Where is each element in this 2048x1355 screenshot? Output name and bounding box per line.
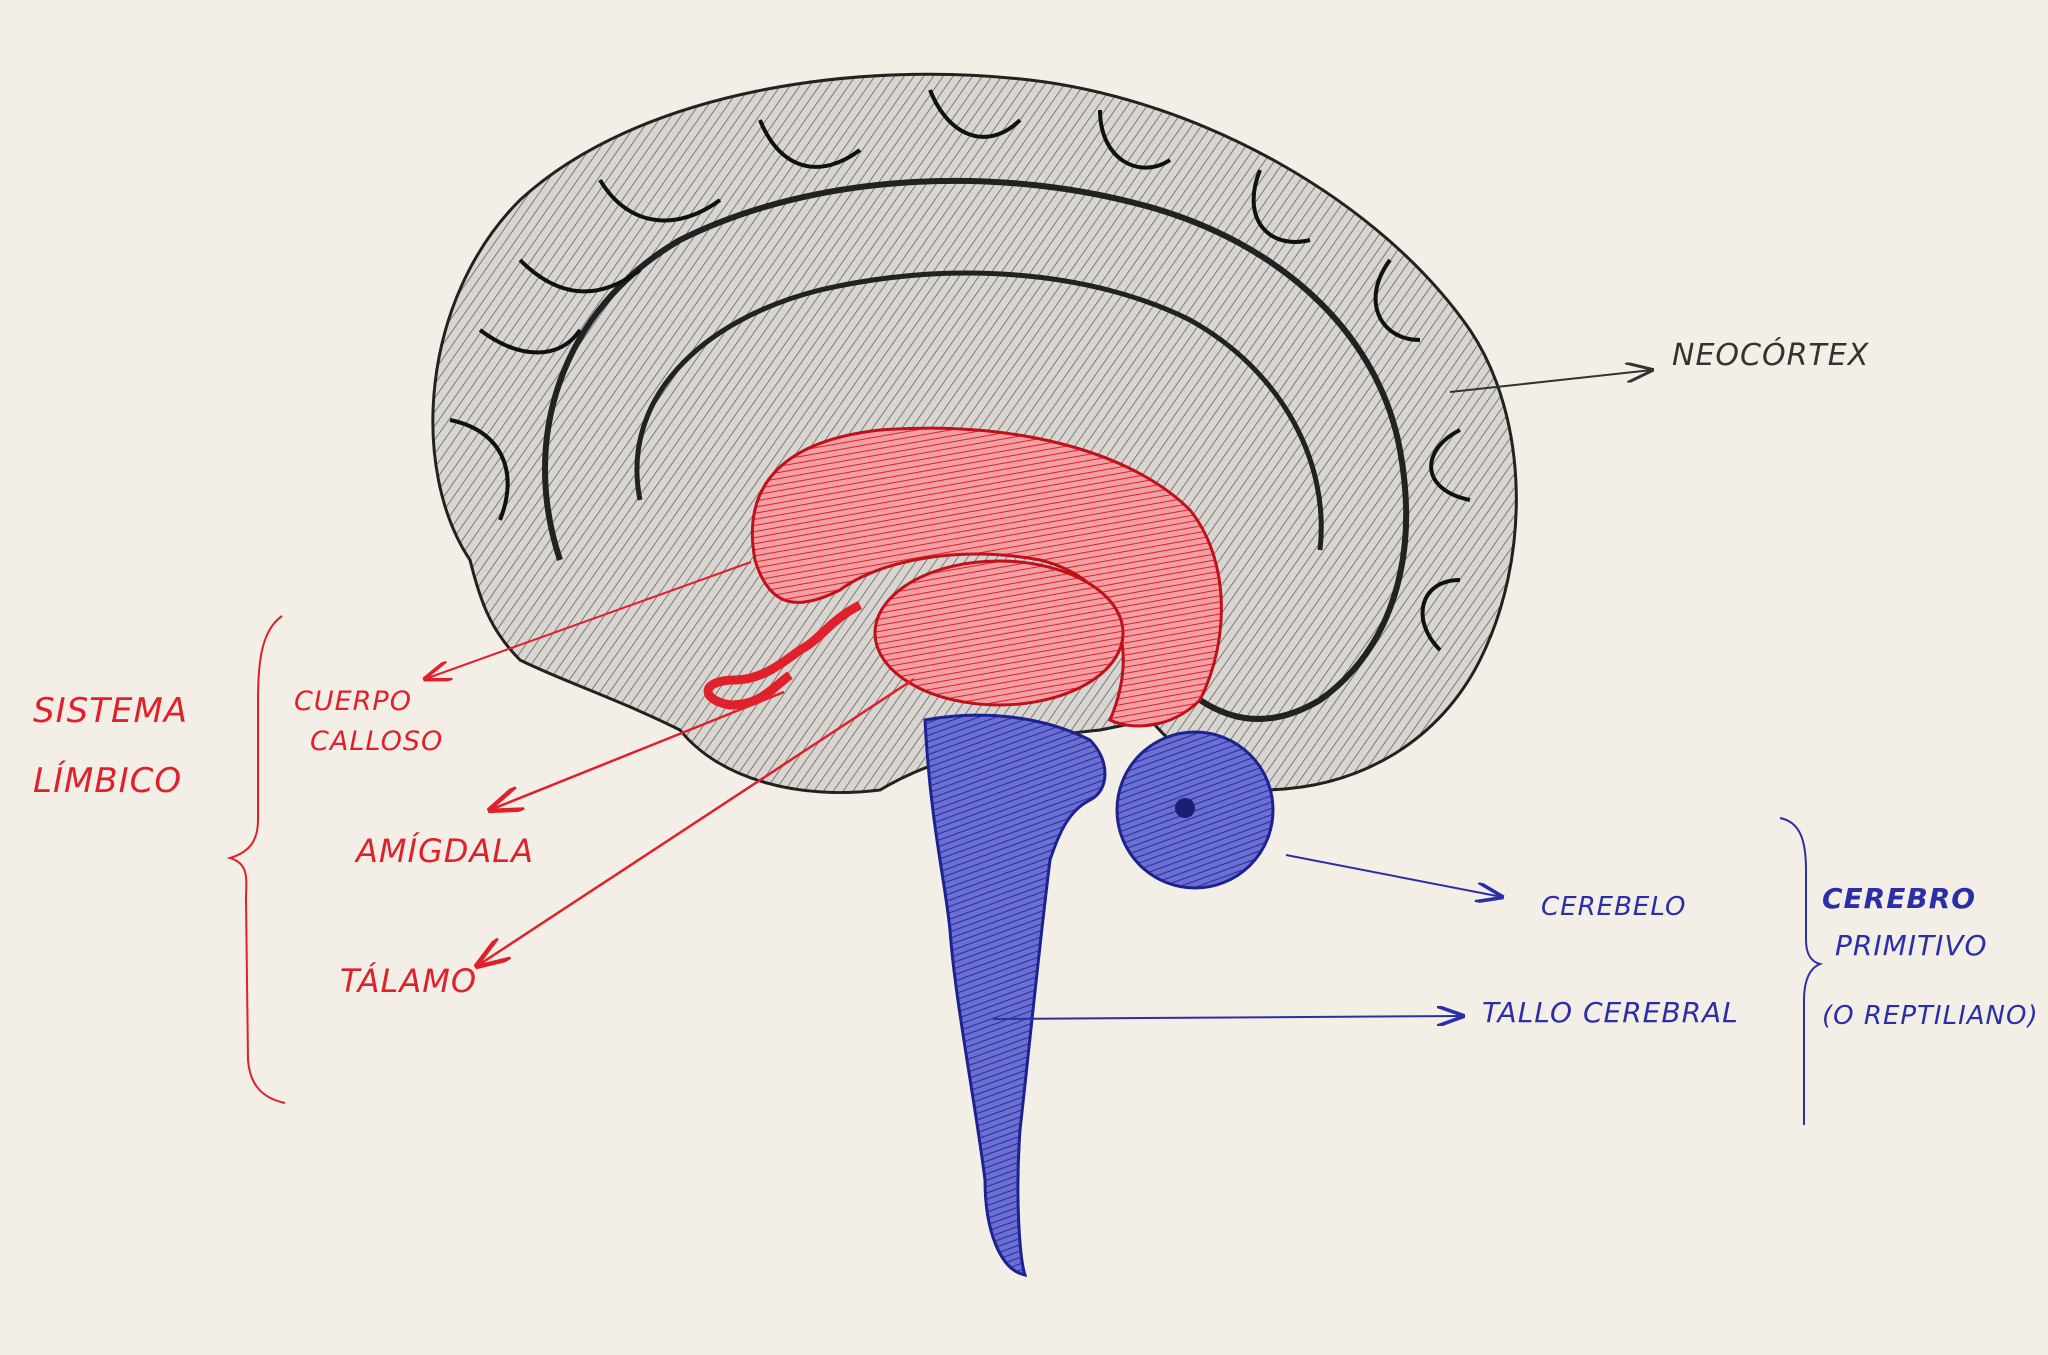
limbic-bracket	[226, 615, 286, 1104]
amygdala-label: AMÍGDALA	[354, 832, 534, 870]
brainstem-shape	[923, 713, 1107, 1277]
neocortex-label: NEOCÓRTEX	[1672, 336, 1870, 373]
limbic-system-shape	[703, 426, 1223, 728]
amygdala-shape	[703, 600, 863, 710]
primitive-brain-bracket	[1779, 817, 1824, 1125]
primitive-brain-label-line1: CEREBRO	[1822, 882, 1976, 915]
primitive-brain-label-line2: PRIMITIVO	[1835, 929, 1988, 962]
cerebellum-label: CEREBELO	[1541, 892, 1687, 922]
amygdala-arrow	[490, 690, 785, 810]
primitive-brain-label-line3: (O REPTILIANO)	[1822, 1001, 2039, 1031]
corpus-callosum-label-line1: CUERPO	[294, 686, 412, 717]
corpus-callosum-label-line2: CALLOSO	[310, 726, 443, 757]
brainstem-arrow	[992, 1016, 1463, 1019]
cerebellum-shape	[1115, 730, 1275, 890]
corpus-callosum-shape	[750, 426, 1223, 728]
cerebellum-arrow	[1285, 854, 1502, 897]
thalamus-arrow	[477, 677, 915, 966]
thalamus-shape	[873, 559, 1125, 707]
corpus-callosum-arrow	[425, 561, 752, 679]
neocortex-arrow	[1449, 370, 1652, 393]
limbic-label-line1: SISTEMA	[33, 691, 188, 731]
brainstem-label: TALLO CEREBRAL	[1482, 996, 1739, 1029]
thalamus-label: TÁLAMO	[340, 962, 477, 1000]
primitive-brain-shape	[923, 713, 1275, 1277]
limbic-label-line2: LÍMBICO	[33, 760, 182, 801]
